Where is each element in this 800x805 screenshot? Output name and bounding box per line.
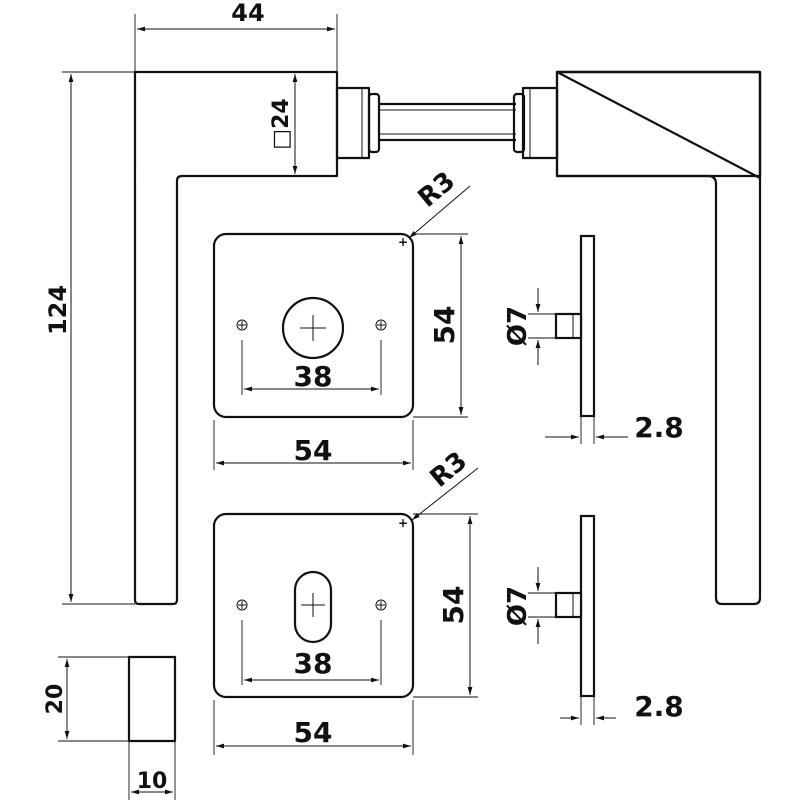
right-lever-handle	[512, 70, 762, 606]
key-rose-pin-diameter-label: Ø7	[503, 586, 533, 626]
key-rose-front-view: + 38 54 54 R3	[212, 446, 479, 755]
handle-section-view: 20 10	[43, 655, 177, 800]
rosette-front-view: + 38 54 54 R3	[212, 166, 471, 470]
key-rose-width-label: 54	[294, 716, 333, 749]
key-rose-screw-hole-left	[236, 599, 248, 611]
spindle	[379, 102, 516, 142]
square-spindle-dimension: □24	[269, 71, 337, 177]
rosette-side-view: Ø7 2.8	[503, 234, 684, 444]
rosette-thickness-label: 2.8	[634, 411, 684, 444]
key-rose-height-label: 54	[437, 586, 470, 625]
handle-height-dimension: 124	[44, 71, 135, 605]
handle-width-dimension: 44	[134, 0, 338, 72]
square-spindle-label: □24	[269, 98, 294, 149]
rosette-height-label: 54	[428, 306, 461, 345]
key-rose-screw-spacing-label: 38	[294, 647, 333, 680]
key-rose-corner-radius-label: R3	[425, 446, 473, 493]
rosette-screw-spacing-label: 38	[294, 360, 333, 393]
handle-width-label: 44	[231, 0, 264, 27]
key-rose-thickness-label: 2.8	[634, 690, 684, 723]
key-rose-screw-hole-right	[375, 599, 387, 611]
handle-height-label: 124	[44, 285, 72, 335]
section-width-label: 10	[137, 769, 168, 794]
section-height-label: 20	[43, 684, 68, 715]
svg-text:+: +	[398, 516, 408, 530]
screw-hole-left	[236, 319, 248, 331]
left-lever-handle	[133, 70, 381, 606]
screw-hole-right	[375, 319, 387, 331]
rosette-pin-diameter-label: Ø7	[503, 306, 533, 346]
rosette-width-label: 54	[294, 434, 333, 467]
svg-text:+: +	[398, 235, 408, 249]
key-rose-side-view: Ø7 2.8	[503, 514, 684, 725]
rosette-corner-radius-label: R3	[413, 166, 461, 213]
